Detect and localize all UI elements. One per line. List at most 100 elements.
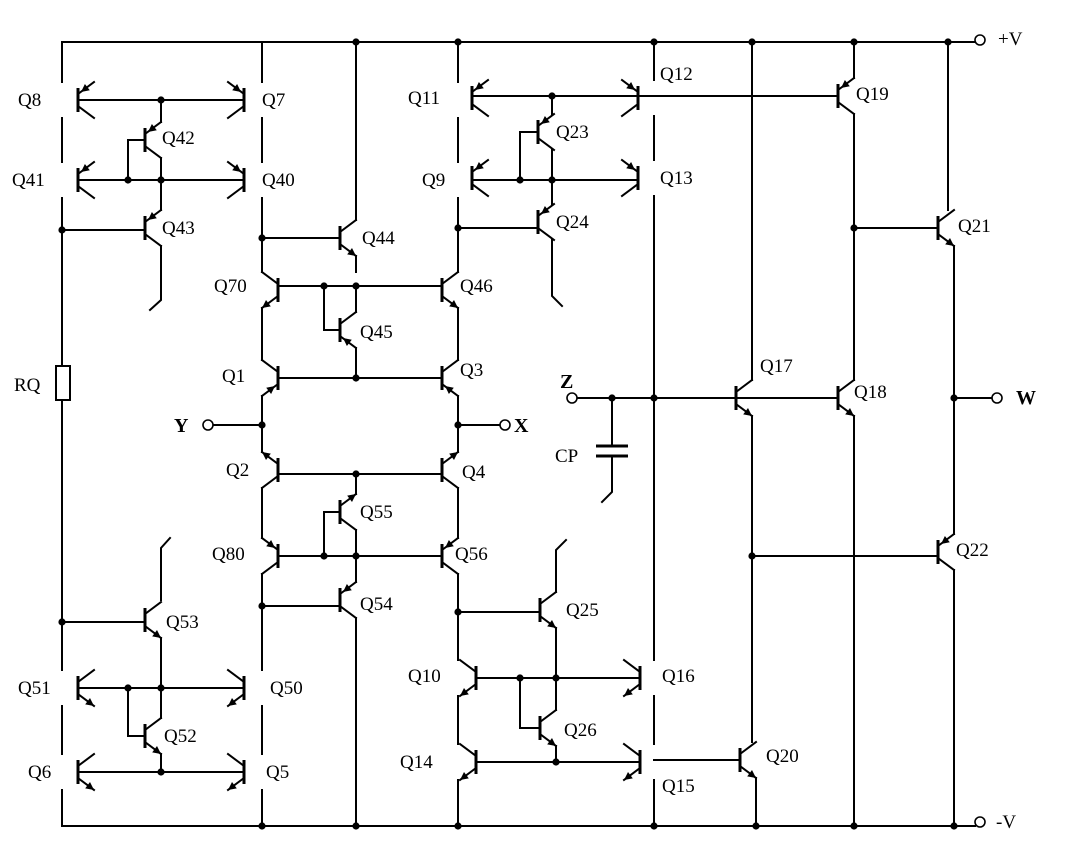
transistor-q17 <box>734 378 754 418</box>
junction-dot <box>850 38 858 46</box>
vpos-label: +V <box>998 29 1023 50</box>
transistor-q12 <box>620 78 640 118</box>
vneg-terminal <box>974 816 986 828</box>
wire <box>261 573 341 607</box>
emitter-arrow <box>148 123 157 132</box>
transistor-q26 <box>538 708 558 748</box>
transistor-label: Q5 <box>266 762 289 783</box>
wire <box>148 245 162 312</box>
junction-dot <box>548 92 556 100</box>
junction-dot <box>58 226 66 234</box>
wire-layer <box>55 41 993 827</box>
junction-dot <box>950 394 958 402</box>
transistor-label: Q10 <box>408 666 441 687</box>
transistor-q55 <box>338 492 358 532</box>
junction-dot <box>608 394 616 402</box>
x-terminal <box>499 419 511 431</box>
junction-dot <box>516 176 524 184</box>
transistor-q21 <box>936 208 956 248</box>
transistor-q2 <box>260 450 280 490</box>
transistor-layer <box>76 76 956 792</box>
junction-dot <box>650 394 658 402</box>
junction-dot <box>454 822 462 830</box>
transistor-label: Q12 <box>660 64 693 85</box>
transistor-q16 <box>622 658 642 698</box>
transistor-label: Q55 <box>360 502 393 523</box>
emitter-arrow <box>541 115 550 124</box>
wire <box>323 285 341 331</box>
transistor-q14 <box>458 742 478 782</box>
transistor-label: Q21 <box>958 216 991 237</box>
transistor-q43 <box>143 208 163 248</box>
emitter-arrow <box>228 698 237 706</box>
w-terminal <box>991 392 1003 404</box>
transistor-q80 <box>260 536 280 576</box>
transistor-label: Q20 <box>766 746 799 767</box>
junction-dot <box>552 758 560 766</box>
wire <box>600 455 613 504</box>
transistor-q11 <box>470 78 490 118</box>
transistor-q42 <box>143 120 163 160</box>
emitter-arrow <box>624 772 633 780</box>
transistor-q13 <box>620 158 640 198</box>
wire <box>551 239 564 308</box>
junction-dot <box>352 282 360 290</box>
transistor-label: Q18 <box>854 382 887 403</box>
y-label: Y <box>174 415 189 437</box>
junction-dot <box>850 224 858 232</box>
emitter-arrow <box>445 386 454 395</box>
junction-dot <box>157 176 165 184</box>
emitter-arrow <box>266 386 275 395</box>
junction-dot <box>258 234 266 242</box>
transistor-label: Q8 <box>18 90 41 111</box>
junction-dot <box>157 684 165 692</box>
transistor-q18 <box>836 378 856 418</box>
transistor-q22 <box>936 532 956 572</box>
emitter-arrow <box>266 539 275 548</box>
transistor-label: Q13 <box>660 168 693 189</box>
emitter-arrow <box>445 539 454 548</box>
transistor-label: Q54 <box>360 594 393 615</box>
emitter-arrow <box>347 248 356 256</box>
junction-dot <box>124 684 132 692</box>
junction-dot <box>944 38 952 46</box>
emitter-arrow <box>232 83 241 92</box>
transistor-label: Q25 <box>566 600 599 621</box>
junction-dot <box>157 96 165 104</box>
junction-dot <box>516 674 524 682</box>
junction-dot <box>258 602 266 610</box>
emitter-arrow <box>626 161 635 170</box>
transistor-label: Q52 <box>164 726 197 747</box>
transistor-q44 <box>338 218 358 258</box>
junction-dot <box>752 822 760 830</box>
emitter-arrow <box>626 81 635 90</box>
transistor-q24 <box>536 202 556 242</box>
transistor-label: Q43 <box>162 218 195 239</box>
wire <box>519 677 541 729</box>
resistor-rq-label: RQ <box>14 375 41 396</box>
emitter-arrow <box>85 698 94 706</box>
junction-dot <box>157 768 165 776</box>
junction-dot <box>548 176 556 184</box>
junction-dot <box>950 822 958 830</box>
junction-dot <box>748 552 756 560</box>
emitter-arrow <box>343 338 352 347</box>
emitter-arrow <box>475 81 484 90</box>
transistor-label: Q26 <box>564 720 597 741</box>
transistor-q23 <box>536 112 556 152</box>
junction-dot <box>258 421 266 429</box>
transistor-label: Q51 <box>18 678 51 699</box>
junction-dot <box>850 822 858 830</box>
transistor-q70 <box>260 270 280 310</box>
wire <box>519 131 539 181</box>
vneg-label: -V <box>996 812 1016 833</box>
z-terminal <box>566 392 578 404</box>
wire <box>261 197 341 239</box>
transistor-label: Q15 <box>662 776 695 797</box>
emitter-arrow <box>475 161 484 170</box>
transistor-q5 <box>226 752 246 792</box>
junction-dot <box>454 38 462 46</box>
wire <box>127 139 146 181</box>
